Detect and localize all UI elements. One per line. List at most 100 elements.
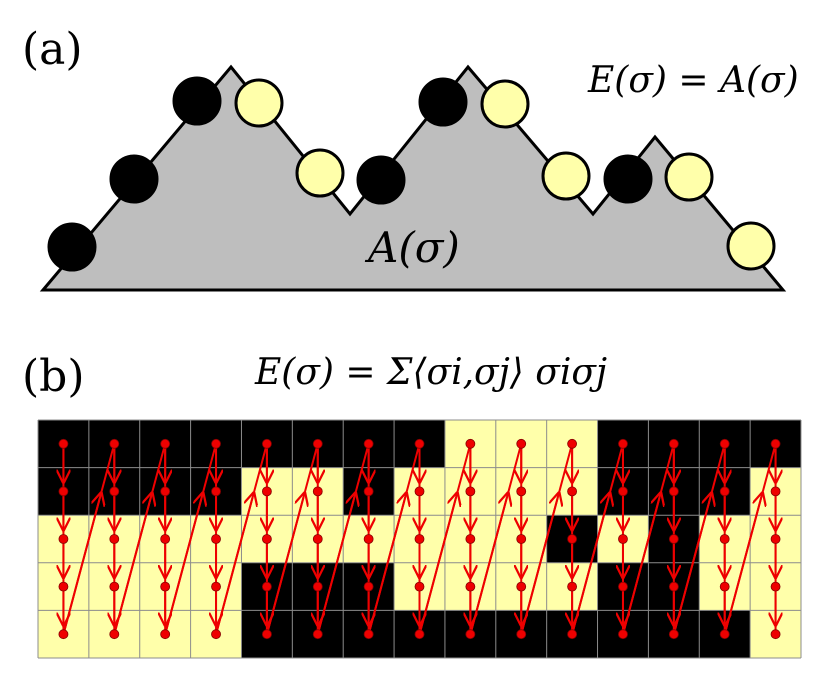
diagonal-arrow: [520, 443, 574, 635]
diagonal-arrow: [622, 443, 675, 635]
diagonal-arrow: [672, 443, 726, 635]
path-node: [312, 581, 323, 592]
diagonal-arrow: [62, 443, 116, 635]
path-node: [770, 438, 781, 449]
path-node: [668, 534, 679, 544]
spin-down-circle: [172, 76, 222, 126]
path-node: [516, 486, 527, 497]
path-node: [312, 629, 323, 640]
spin-up-circle: [480, 79, 530, 129]
spin-up-circle: [726, 221, 776, 271]
path-node: [567, 581, 577, 592]
path-node: [567, 486, 577, 497]
path-node: [618, 581, 628, 592]
path-node: [211, 581, 221, 592]
spin-circles: [47, 76, 776, 272]
path-node: [567, 629, 577, 640]
path-node: [109, 438, 120, 449]
path-node: [770, 534, 781, 544]
path-node: [567, 438, 577, 449]
path-node: [414, 534, 425, 544]
path-node: [261, 581, 272, 592]
path-node: [312, 486, 323, 497]
path-node: [58, 438, 69, 449]
panel-b-label: (b): [22, 351, 85, 402]
path-node: [465, 534, 476, 544]
path-node: [109, 629, 120, 640]
diagonal-arrow: [164, 443, 217, 635]
path-node: [160, 486, 171, 497]
spin-down-circle: [47, 222, 97, 272]
path-node: [160, 581, 171, 592]
path-node: [363, 629, 374, 640]
path-node: [363, 486, 374, 497]
path-node: [160, 629, 171, 640]
path-node: [58, 581, 69, 592]
path-node: [719, 581, 730, 592]
path-node: [261, 629, 272, 640]
panel-b-equation: E(σ) = Σ⟨σi,σj⟩ σiσj: [254, 352, 607, 393]
path-node: [516, 534, 527, 544]
path-node: [668, 629, 679, 640]
spin-down-circle: [109, 154, 159, 204]
path-node: [211, 629, 221, 640]
spin-up-circle: [664, 152, 714, 202]
spin-up-circle: [541, 151, 591, 201]
path-node: [516, 438, 527, 449]
path-node: [668, 438, 679, 449]
diagonal-arrow: [367, 443, 421, 635]
path-node: [109, 581, 120, 592]
diagonal-arrow: [723, 443, 777, 635]
diagonal-arrow: [418, 443, 472, 635]
spin-down-circle: [356, 155, 406, 205]
path-node: [211, 486, 221, 497]
path-node: [363, 581, 374, 592]
path-node: [465, 486, 476, 497]
path-node: [211, 534, 221, 544]
path-node: [719, 438, 730, 449]
panel-a-equation: E(σ) = A(σ): [587, 60, 799, 101]
path-node: [261, 438, 272, 449]
panel-b: (b) E(σ) = Σ⟨σi,σj⟩ σiσj: [22, 351, 802, 659]
path-node: [414, 486, 425, 497]
spin-down-circle: [418, 77, 468, 127]
diagonal-arrow: [316, 443, 370, 635]
panel-a: (a) E(σ) = A(σ) A(σ): [22, 24, 799, 292]
path-node: [58, 486, 69, 497]
path-node: [770, 486, 781, 497]
path-node: [618, 534, 628, 544]
path-node: [465, 581, 476, 592]
path-node: [719, 534, 730, 544]
spin-down-circle: [603, 154, 653, 204]
path-node: [719, 486, 730, 497]
snake-path: [58, 438, 781, 640]
path-node: [261, 486, 272, 497]
path-node: [668, 581, 679, 592]
path-node: [770, 629, 781, 640]
path-node: [618, 486, 628, 497]
diagonal-arrow: [571, 443, 624, 635]
path-node: [363, 438, 374, 449]
path-node: [465, 438, 476, 449]
path-node: [58, 629, 69, 640]
path-node: [567, 534, 577, 544]
spin-up-circle: [234, 78, 284, 128]
path-node: [719, 629, 730, 640]
path-node: [516, 581, 527, 592]
path-node: [211, 438, 221, 449]
path-node: [109, 486, 120, 497]
area-label: A(σ): [364, 223, 460, 272]
spin-up-circle: [295, 148, 345, 198]
path-node: [312, 438, 323, 449]
path-node: [414, 438, 425, 449]
path-node: [414, 581, 425, 592]
path-node: [770, 581, 781, 592]
panel-a-label: (a): [22, 24, 83, 75]
path-node: [516, 629, 527, 640]
path-node: [363, 534, 374, 544]
path-node: [618, 438, 628, 449]
diagonal-arrow: [215, 443, 268, 635]
path-node: [109, 534, 120, 544]
diagonal-arrow: [265, 443, 319, 635]
path-node: [668, 486, 679, 497]
